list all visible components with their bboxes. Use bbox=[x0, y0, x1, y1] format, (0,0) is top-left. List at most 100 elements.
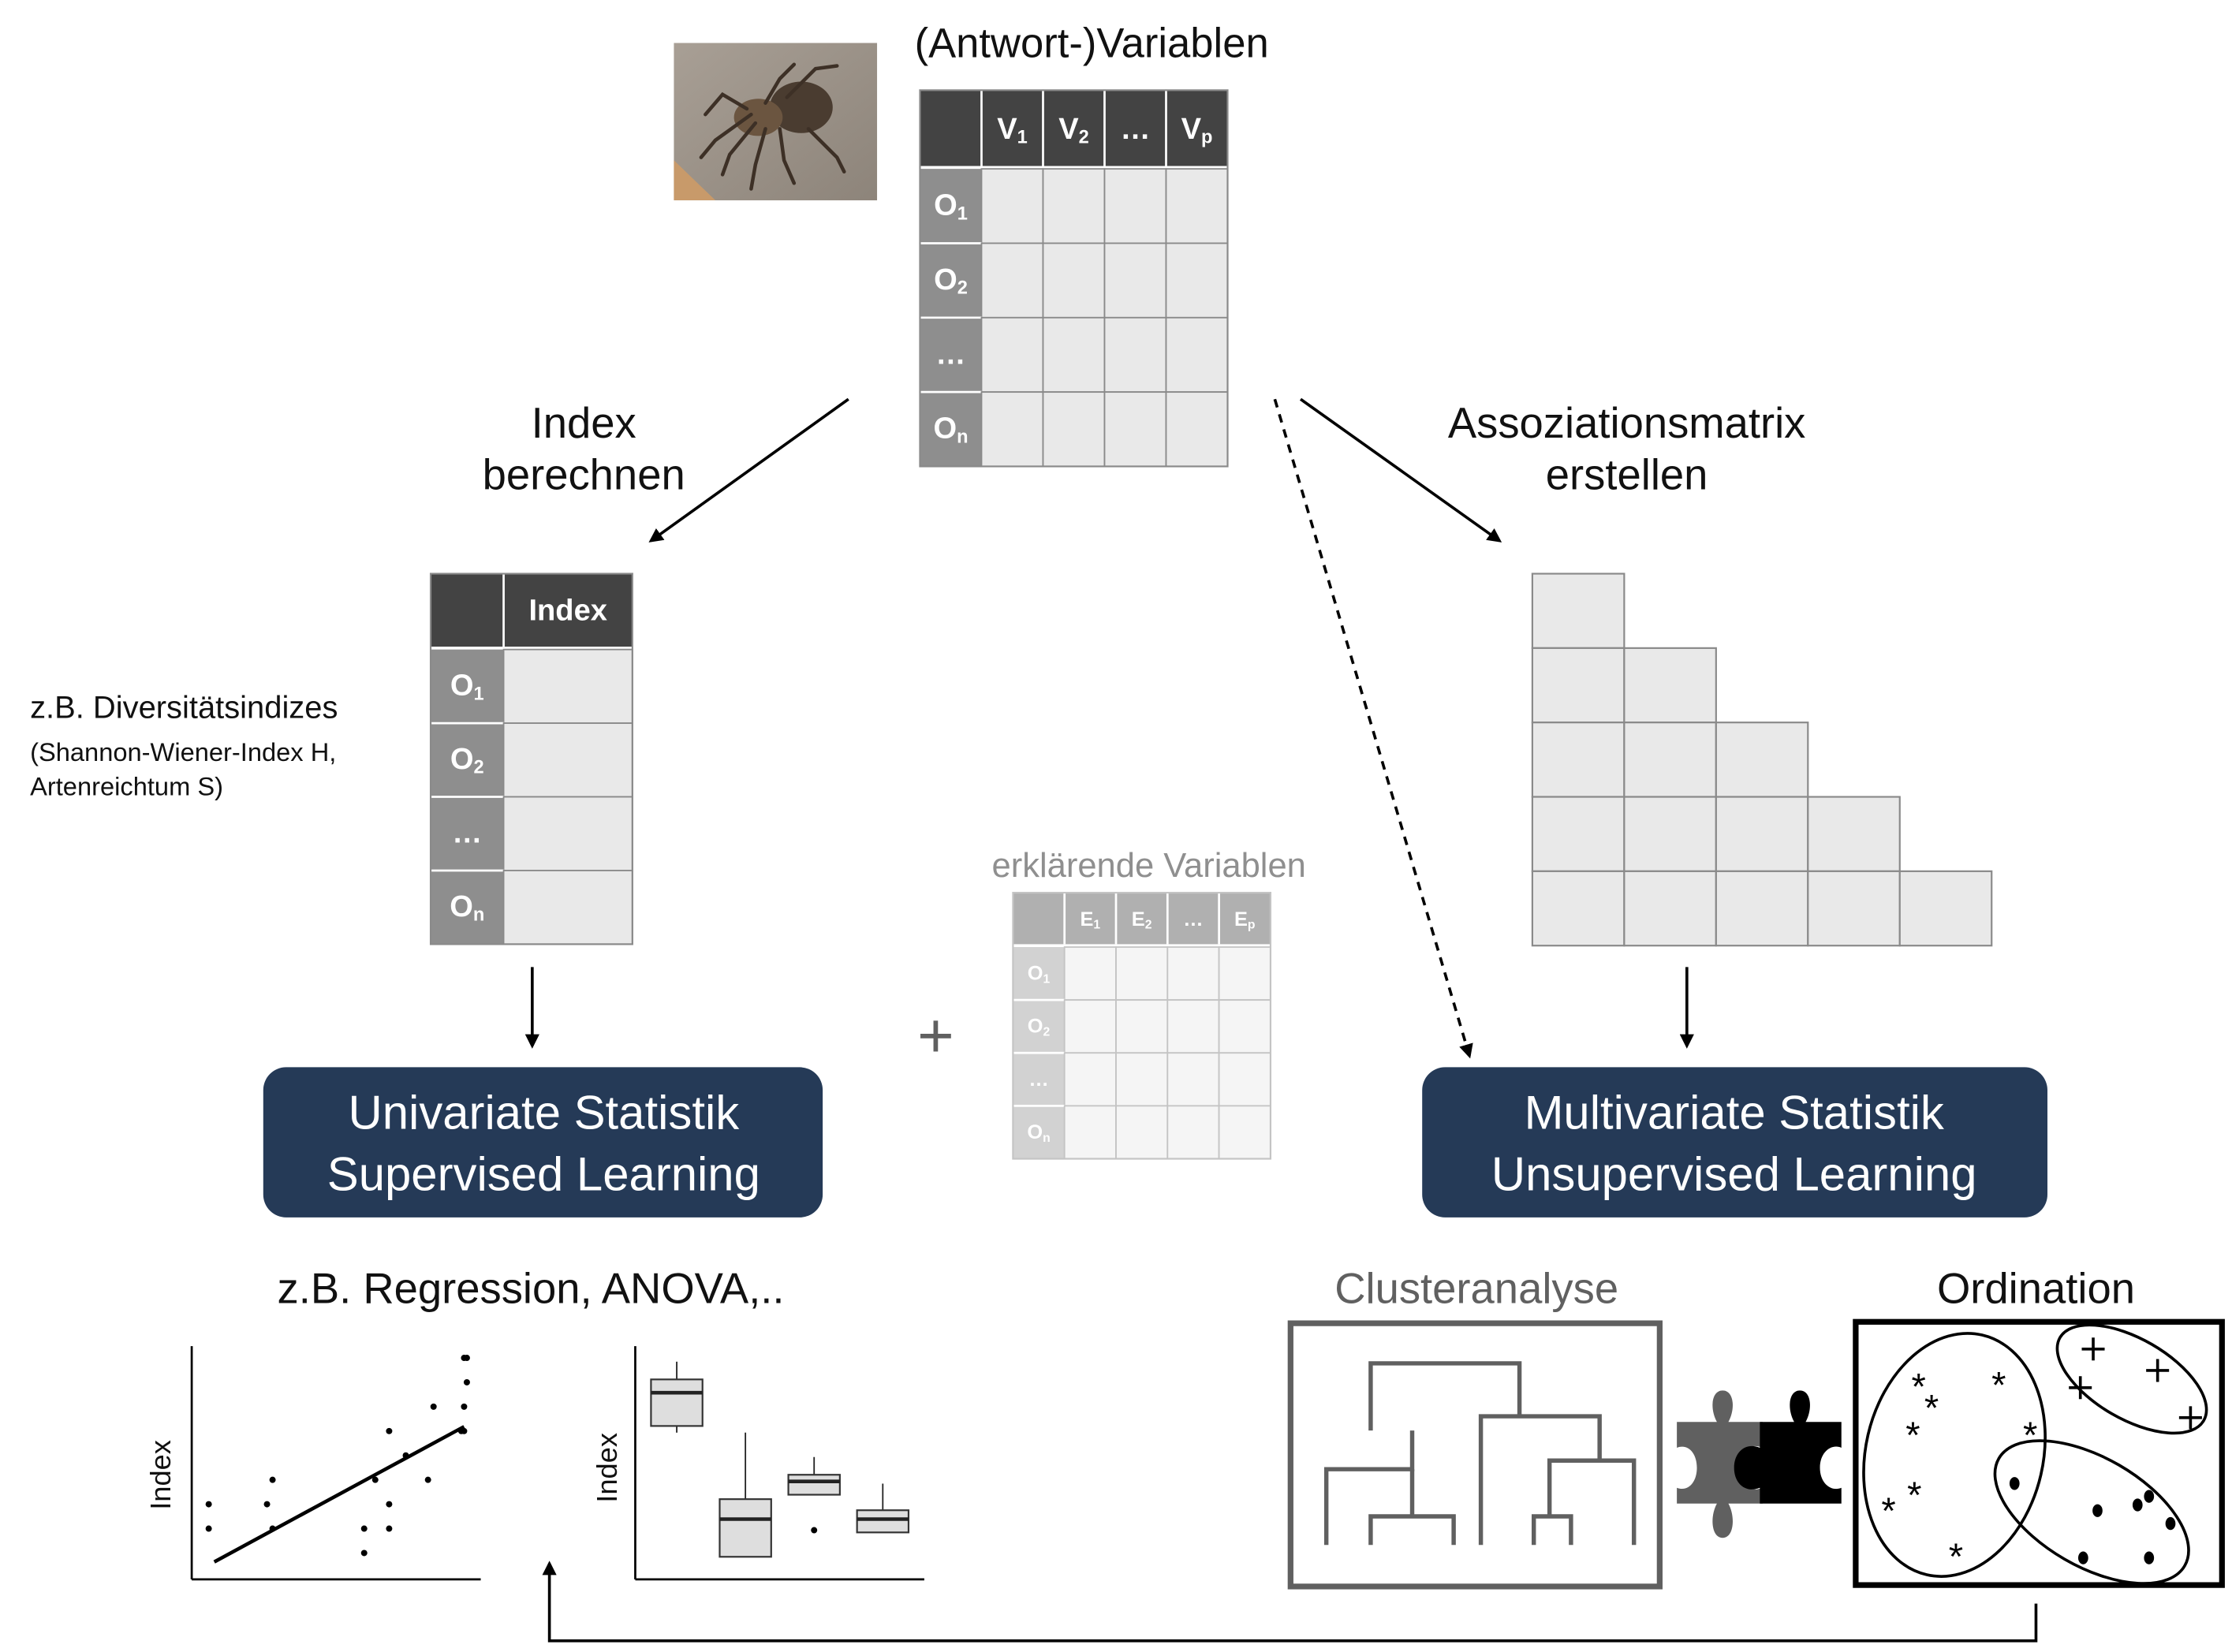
diversity-note-title: z.B. Diversitätsindizes bbox=[30, 691, 338, 725]
arrow-to-association-matrix bbox=[1299, 397, 1502, 543]
column-header: Vp bbox=[1181, 113, 1213, 148]
scatter-point bbox=[430, 1403, 437, 1410]
data-cell bbox=[502, 870, 633, 945]
box-iqr bbox=[787, 1474, 841, 1496]
dendrogram-link-right bbox=[1478, 1414, 1602, 1546]
row-header: O2 bbox=[934, 263, 968, 299]
data-cell bbox=[1103, 168, 1167, 244]
scatter-point bbox=[386, 1525, 393, 1532]
scatter-point bbox=[461, 1403, 468, 1410]
column-header: … bbox=[1120, 113, 1150, 146]
scatter-point bbox=[263, 1501, 271, 1508]
data-cell bbox=[1063, 946, 1117, 1001]
index-berechnen-label-line1: Index bbox=[532, 399, 636, 447]
row-header: O2 bbox=[450, 743, 484, 778]
table-border bbox=[429, 572, 633, 945]
data-cell bbox=[1115, 999, 1169, 1054]
data-cell bbox=[980, 168, 1044, 244]
scatter-point bbox=[360, 1549, 368, 1557]
data-cell bbox=[980, 242, 1044, 319]
association-cell bbox=[1531, 870, 1625, 947]
row-header: On bbox=[933, 412, 968, 448]
ordination-star-marker: * bbox=[1912, 1365, 1926, 1407]
data-cell bbox=[1165, 242, 1229, 319]
ordination-star-marker: * bbox=[1949, 1535, 1963, 1577]
row-header: On bbox=[1027, 1121, 1050, 1145]
data-cell bbox=[1166, 999, 1220, 1054]
data-cell bbox=[1063, 1052, 1117, 1107]
data-cell bbox=[980, 316, 1044, 393]
data-cell bbox=[1218, 999, 1271, 1054]
row-header: On bbox=[450, 890, 484, 926]
puzzle-pieces-icon bbox=[1677, 1390, 1842, 1538]
row-header-cell bbox=[920, 392, 982, 467]
data-cell bbox=[502, 648, 633, 725]
row-header-cell bbox=[1013, 1106, 1065, 1159]
data-cell bbox=[1042, 316, 1106, 393]
column-header: V2 bbox=[1058, 113, 1089, 148]
column-header: E1 bbox=[1080, 908, 1100, 932]
association-cell bbox=[1898, 870, 1993, 947]
ordination-dot-marker bbox=[2144, 1551, 2155, 1564]
anova-boxplot: Index bbox=[591, 1346, 924, 1581]
data-cell bbox=[980, 391, 1044, 468]
ordination-ellipse-plus bbox=[2055, 1323, 2208, 1435]
association-cell bbox=[1531, 647, 1625, 724]
association-cell bbox=[1623, 647, 1717, 724]
table-border bbox=[919, 89, 1229, 468]
row-header-cell bbox=[431, 649, 504, 724]
dendrogram bbox=[1287, 1320, 1663, 1590]
ordination-dot-marker bbox=[2132, 1498, 2143, 1512]
dendrogram-link-left bbox=[1323, 1430, 1415, 1546]
univariate-statistics-box: Univariate Statistik Supervised Learning bbox=[263, 1067, 823, 1218]
dendrogram-link-right-mid bbox=[1547, 1458, 1637, 1546]
multivariate-box-line2: Unsupervised Learning bbox=[1491, 1147, 1977, 1200]
scatter-point bbox=[463, 1378, 470, 1385]
diversity-note-line2: Artenreichtum S) bbox=[30, 772, 223, 801]
data-cell bbox=[502, 796, 633, 871]
association-cell bbox=[1623, 870, 1717, 947]
scatter-y-label: Index bbox=[144, 1440, 177, 1510]
scatter-point bbox=[371, 1476, 379, 1483]
row-header: O1 bbox=[934, 189, 968, 225]
box-iqr bbox=[718, 1498, 772, 1558]
scatter-point bbox=[205, 1501, 212, 1508]
data-cell bbox=[1218, 1052, 1271, 1107]
data-cell bbox=[1115, 1052, 1169, 1107]
multivariate-statistics-box: Multivariate Statistik Unsupervised Lear… bbox=[1422, 1067, 2047, 1218]
univariate-box-line1: Univariate Statistik bbox=[349, 1086, 741, 1139]
association-cell bbox=[1807, 796, 1901, 872]
data-cell bbox=[1115, 946, 1169, 1001]
row-header: O2 bbox=[1028, 1016, 1051, 1039]
row-header-cell bbox=[431, 796, 504, 871]
ordination-plot: ******** bbox=[1853, 1318, 2225, 1588]
data-cell bbox=[502, 722, 633, 798]
column-header: Index bbox=[528, 595, 607, 628]
ordination-title: Ordination bbox=[1937, 1265, 2135, 1313]
boxplot-y-label: Index bbox=[591, 1433, 623, 1503]
row-header-cell bbox=[1013, 947, 1065, 1001]
plus-sign: + bbox=[917, 1001, 954, 1071]
data-cell bbox=[1218, 946, 1271, 1001]
ordination-dot-marker bbox=[2165, 1516, 2176, 1531]
data-cell bbox=[1166, 1105, 1220, 1160]
assoziationsmatrix-label-line2: erstellen bbox=[1546, 451, 1708, 499]
box-iqr bbox=[650, 1378, 704, 1427]
column-header: … bbox=[1183, 908, 1203, 930]
data-cell bbox=[1218, 1105, 1271, 1160]
dendrogram-link-top bbox=[1368, 1361, 1522, 1431]
ordination-star-marker: * bbox=[1905, 1414, 1920, 1456]
data-cell bbox=[1063, 1105, 1117, 1160]
univariate-box-line2: Supervised Learning bbox=[327, 1147, 760, 1200]
cluster-analysis-title: Clusteranalyse bbox=[1334, 1265, 1618, 1313]
association-cell bbox=[1715, 796, 1809, 872]
scatter-point bbox=[424, 1476, 431, 1483]
data-cell bbox=[1042, 168, 1106, 244]
assoziationsmatrix-label-line1: Assoziationsmatrix bbox=[1448, 399, 1806, 447]
row-header-cell bbox=[1013, 1000, 1065, 1053]
response-variables-title: (Antwort-)Variablen bbox=[915, 21, 1269, 67]
row-header: O1 bbox=[450, 669, 484, 705]
table-header-row bbox=[920, 90, 1228, 166]
